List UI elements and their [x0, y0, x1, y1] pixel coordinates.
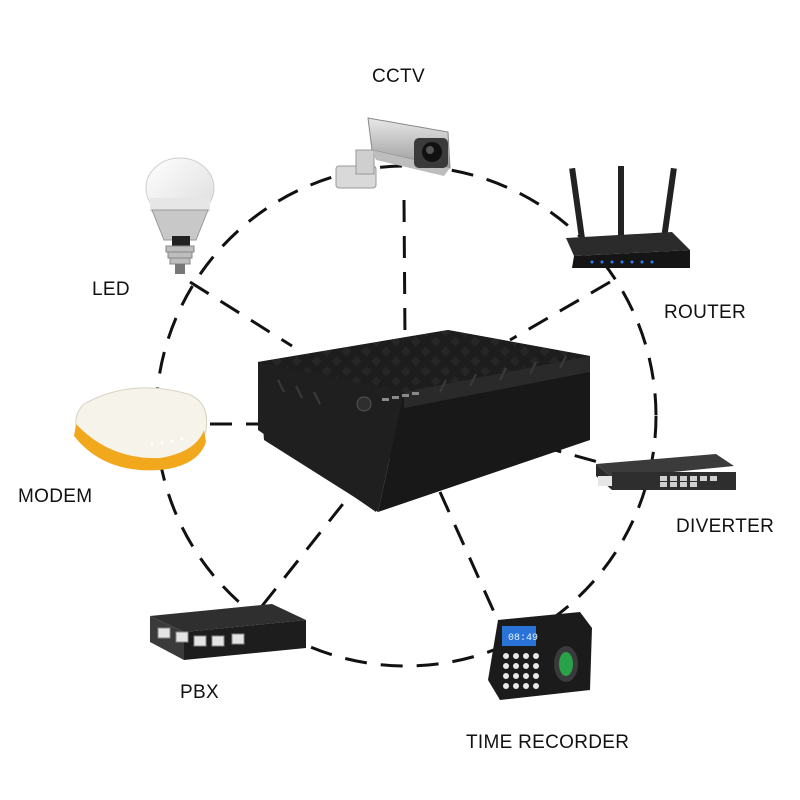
led-indicators	[382, 392, 419, 401]
edge-ups-router	[509, 280, 611, 342]
edge-ups-time	[438, 491, 496, 613]
pbx-switch	[150, 604, 306, 660]
time-recorder: 08:49	[488, 612, 592, 700]
ring-connection	[154, 164, 658, 668]
label-modem: MODEM	[18, 486, 93, 507]
svg-text:08:49: 08:49	[508, 633, 538, 644]
modem	[74, 387, 208, 471]
edge-ups-led	[189, 280, 293, 348]
label-router: ROUTER	[664, 302, 747, 323]
edge-ups-pbx	[260, 494, 352, 607]
label-pbx: PBX	[180, 682, 219, 703]
label-time-recorder: TIME RECORDER	[466, 732, 630, 753]
label-diverter: DIVERTER	[676, 516, 775, 537]
power-button	[356, 396, 372, 412]
diverter-device	[596, 454, 736, 490]
edge-ups-cctv	[402, 199, 407, 341]
cctv-camera	[335, 117, 451, 189]
mini-ups-device	[258, 330, 590, 512]
router	[566, 166, 690, 268]
label-cctv: CCTV	[372, 66, 425, 87]
label-led: LED	[92, 279, 130, 300]
led-bulb	[145, 157, 215, 274]
